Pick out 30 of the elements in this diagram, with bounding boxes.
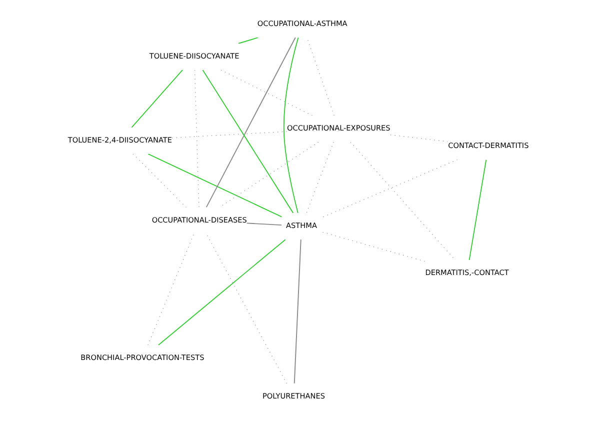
connector [158, 239, 286, 346]
connector [194, 70, 200, 208]
node-text: OCCUPATIONAL-EXPOSURES [287, 124, 390, 133]
connector [306, 37, 334, 116]
connector [246, 222, 282, 226]
connector [148, 234, 194, 346]
connector [206, 234, 288, 384]
connector [390, 134, 448, 142]
connector [238, 37, 259, 44]
connector [172, 131, 288, 138]
node-text: OCCUPATIONAL-ASTHMA [257, 19, 348, 28]
connector [206, 37, 296, 208]
node-text: TOLUENE-DIISOCYANATE [149, 52, 240, 61]
connector [202, 70, 294, 214]
connector [148, 153, 282, 218]
connector [220, 70, 313, 116]
connector [283, 37, 299, 214]
connector [131, 69, 184, 128]
connector [320, 231, 426, 262]
node-text: DERMATITIS,-CONTACT [425, 268, 509, 278]
node-text: ASTHMA [286, 221, 317, 230]
connector [468, 159, 487, 260]
node-text: OCCUPATIONAL-DISEASES [152, 215, 247, 224]
node-text: BRONCHIAL-PROVOCATION-TESTS [80, 353, 204, 362]
node-text: CONTACT-DERMATITIS [448, 141, 529, 150]
node-text: TOLUENE-2,4-DIISOCYANATE [68, 136, 172, 145]
connector [306, 142, 334, 214]
connector [294, 239, 302, 384]
connector [350, 142, 456, 260]
node-text: POLYURETHANES [262, 392, 326, 401]
